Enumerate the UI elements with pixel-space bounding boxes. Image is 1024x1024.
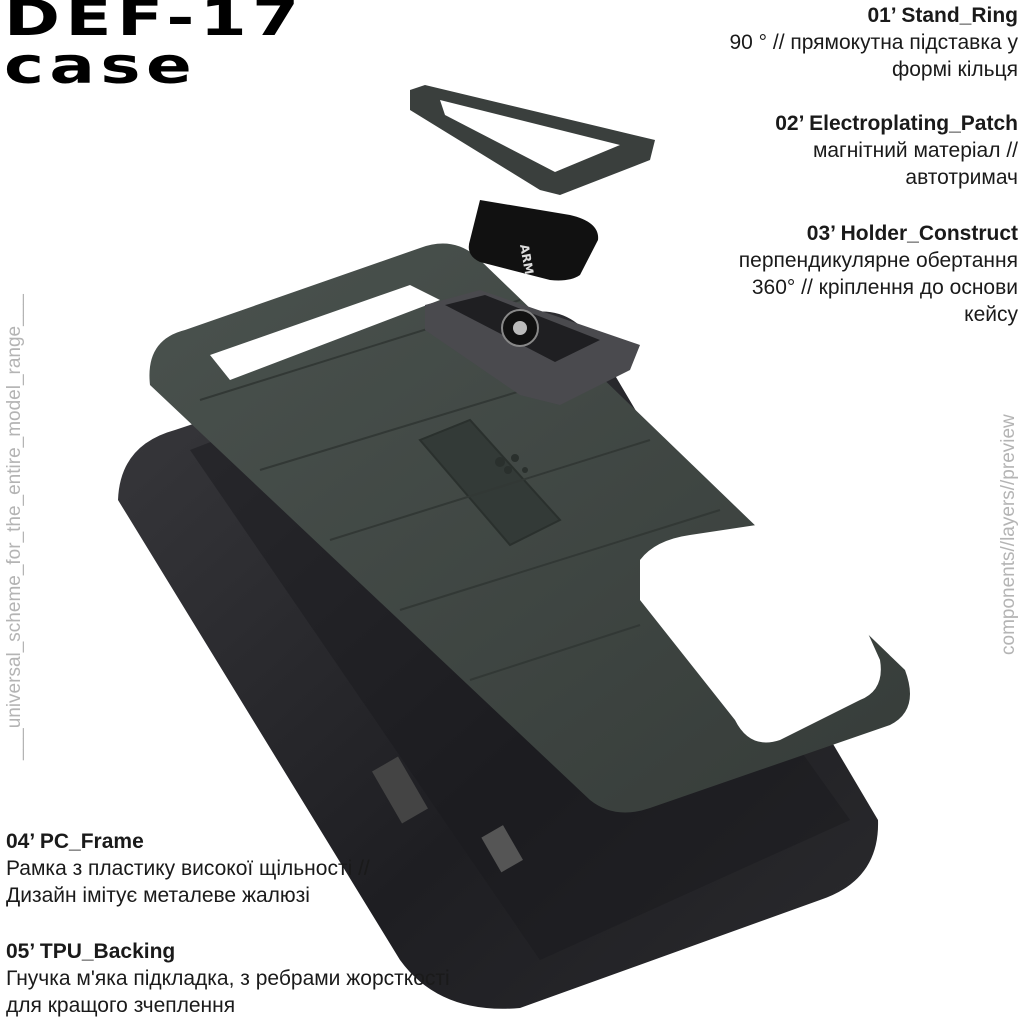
component-desc: автотримач (905, 166, 1018, 189)
component-desc: магнітний матеріал // (812, 139, 1018, 162)
component-heading: 05’ TPU_Backing (6, 940, 176, 963)
component-desc: Рамка з пластику високої щільності // (6, 857, 370, 880)
component-heading: 03’ Holder_Construct (806, 222, 1018, 245)
component-pc-frame: 04’ PC_Frame Рамка з пластику високої щі… (6, 828, 370, 909)
component-desc: перпендикулярне обертання (738, 249, 1018, 272)
component-desc: Гнучка м'яка підкладка, з ребрами жорстк… (6, 967, 450, 990)
component-heading: 02’ Electroplating_Patch (775, 112, 1018, 135)
component-stand-ring: 01’ Stand_Ring 90 ° // прямокутна підста… (729, 2, 1018, 83)
product-title: DEF-17 case (4, 0, 305, 95)
component-desc: для кращого зчеплення (6, 994, 236, 1017)
electroplating-patch: ARM (468, 200, 599, 281)
component-heading: 01’ Stand_Ring (867, 4, 1018, 27)
component-desc: кейсу (964, 303, 1018, 326)
component-heading: 04’ PC_Frame (6, 830, 144, 853)
side-caption-left-text: ___universal_scheme_for_the_entire_model… (4, 294, 25, 760)
pc-frame (149, 243, 910, 813)
component-holder-construct: 03’ Holder_Construct перпендикулярне обе… (739, 220, 1018, 328)
component-tpu-backing: 05’ TPU_Backing Гнучка м'яка підкладка, … (6, 938, 450, 1019)
title-line-2: case (4, 37, 198, 95)
component-desc: формі кільця (891, 58, 1018, 81)
component-desc: Дизайн імітує металеве жалюзі (6, 884, 310, 907)
component-electroplating-patch: 02’ Electroplating_Patch магнітний матер… (775, 110, 1018, 191)
holder-construct (425, 290, 640, 405)
stand-ring (410, 85, 655, 195)
component-desc: 360° // кріплення до основи (751, 276, 1018, 299)
title-line-1: DEF-17 (4, 0, 305, 47)
side-caption-right: components//layers//preview (998, 414, 1019, 655)
patch-logo: ARM (517, 243, 536, 275)
component-desc: 90 ° // прямокутна підставка у (729, 31, 1018, 54)
